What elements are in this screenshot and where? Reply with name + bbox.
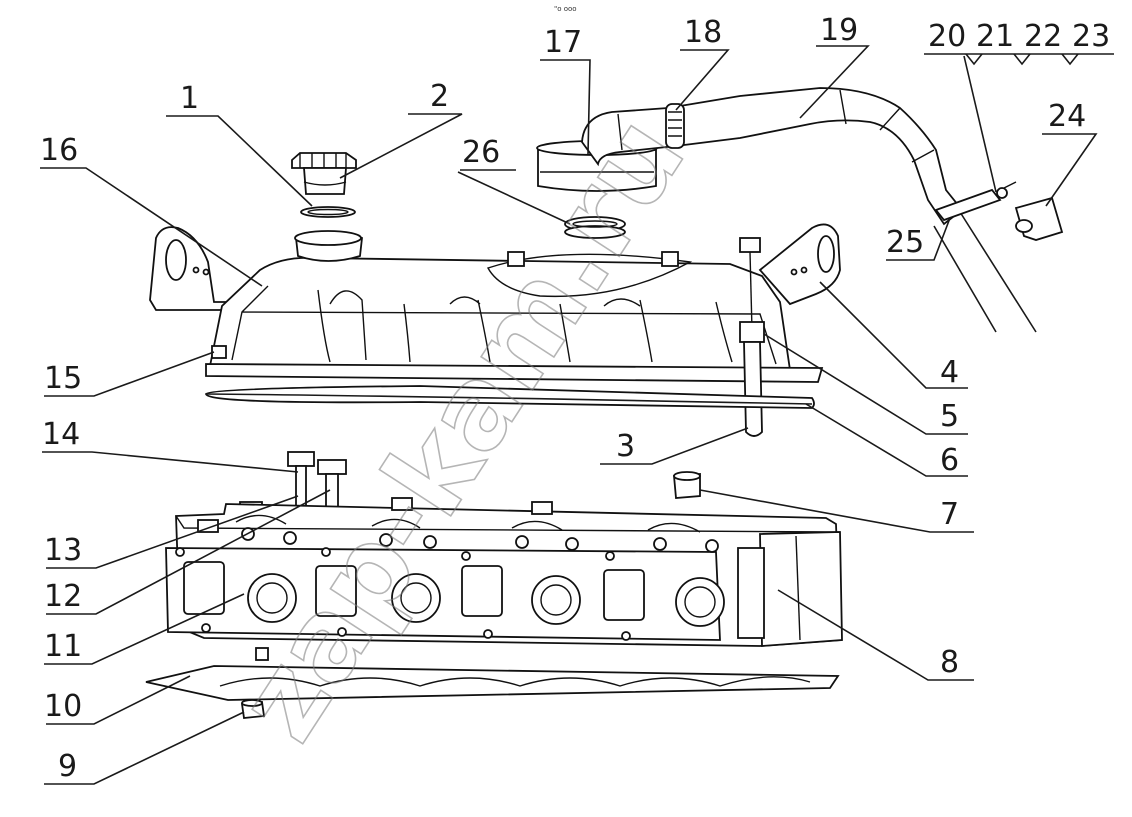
- cover-bolt: [739, 237, 765, 437]
- callout-8: 8: [940, 645, 959, 680]
- callout-9: 9: [58, 749, 77, 784]
- callout-17: 17: [544, 25, 582, 60]
- callout-14: 14: [42, 417, 80, 452]
- callout-10: 10: [44, 689, 82, 724]
- callout-21: 21: [976, 19, 1014, 54]
- callout-19: 19: [820, 13, 858, 48]
- cover-gasket: [205, 385, 815, 409]
- callout-23: 23: [1072, 19, 1110, 54]
- breather-gasket: [564, 216, 626, 239]
- cylinder-head: [165, 497, 843, 661]
- callout-13: 13: [44, 533, 82, 568]
- filler-cap: [291, 152, 357, 195]
- callout-26: 26: [462, 135, 500, 170]
- callout-22: 22: [1024, 19, 1062, 54]
- callout-4: 4: [940, 355, 959, 390]
- callout-15: 15: [44, 361, 82, 396]
- callout-24: 24: [1048, 99, 1086, 134]
- callout-16: 16: [40, 133, 78, 168]
- o-ring: [300, 206, 356, 218]
- callout-18: 18: [684, 15, 722, 50]
- watermark: zap-kam.ru: [214, 95, 711, 763]
- pipe-assembly: [933, 181, 1037, 333]
- clip: [1014, 196, 1064, 241]
- leader-lines: [40, 45, 1114, 785]
- dowel: [240, 699, 266, 719]
- callout-1: 1: [180, 81, 199, 116]
- callout-25: 25: [886, 225, 924, 260]
- callout-2: 2: [430, 79, 449, 114]
- valve-cover: [149, 223, 841, 383]
- part-drawings: [145, 87, 1064, 719]
- callout-11: 11: [44, 629, 82, 664]
- head-gasket: [145, 665, 840, 701]
- callout-7: 7: [940, 497, 959, 532]
- callout-3: 3: [616, 429, 635, 464]
- callout-labels: 1 2 3 4 5 6 7 8 9 10 11 12 13 14 15 16 1…: [40, 13, 1110, 784]
- header-mark: "o ooo: [554, 5, 577, 13]
- callout-20: 20: [928, 19, 966, 54]
- callout-5: 5: [940, 399, 959, 434]
- plug: [673, 471, 701, 499]
- callout-6: 6: [940, 443, 959, 478]
- callout-12: 12: [44, 579, 82, 614]
- hose-clamp: [665, 103, 685, 149]
